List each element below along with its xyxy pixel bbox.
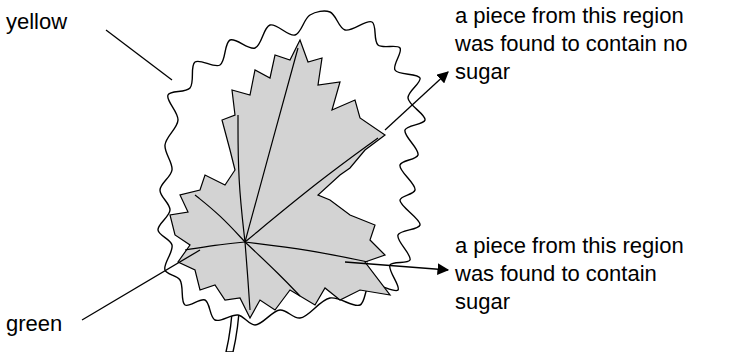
- leaf-vein: [238, 115, 245, 242]
- leaf-vein: [245, 242, 250, 310]
- leader-line: [106, 30, 172, 80]
- leaf-vein: [185, 242, 245, 250]
- region-label: yellow: [6, 8, 67, 36]
- leaf-vein: [195, 195, 245, 242]
- leader-line: [82, 250, 200, 320]
- leaf-vein: [245, 138, 378, 242]
- result-note: a piece from this region was found to co…: [455, 232, 695, 316]
- green-leaf-centre: [170, 40, 390, 318]
- yellow-leaf-margin: [158, 11, 425, 325]
- leaf-vein: [245, 48, 298, 242]
- pointer-arrow: [345, 262, 448, 270]
- pointer-arrow: [385, 72, 448, 130]
- leaf-vein: [245, 242, 300, 296]
- result-note: a piece from this region was found to co…: [455, 2, 695, 86]
- region-label: green: [6, 310, 62, 338]
